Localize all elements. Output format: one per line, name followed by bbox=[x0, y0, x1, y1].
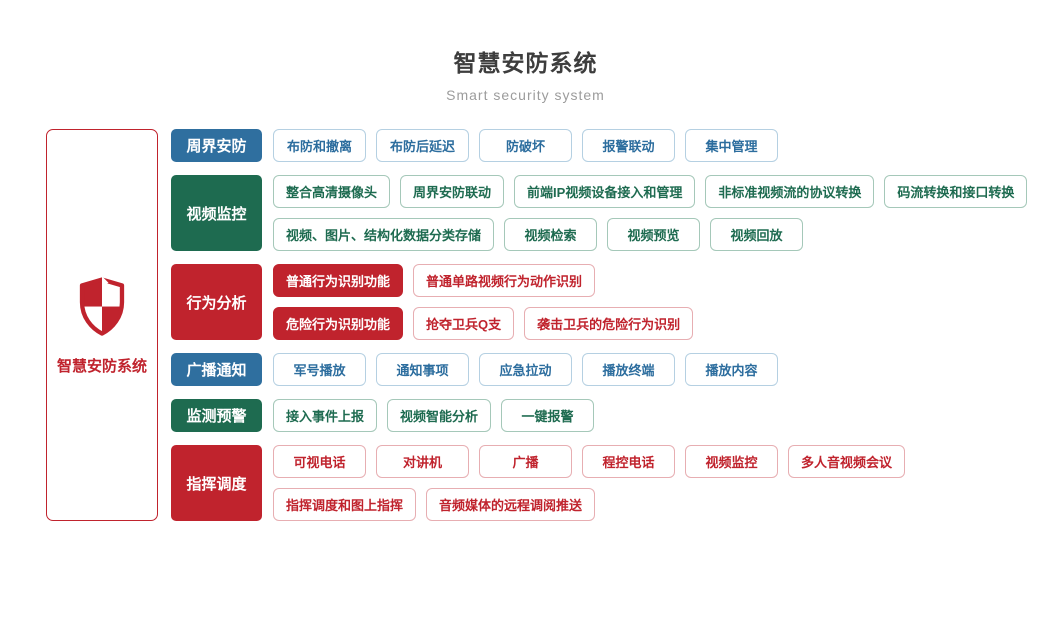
diagram-row: 周界安防布防和撤离布防后延迟防破坏报警联动集中管理 bbox=[171, 129, 1027, 162]
category-node: 监测预警 bbox=[171, 399, 262, 432]
feature-node: 报警联动 bbox=[582, 129, 675, 162]
diagram-row: 广播通知军号播放通知事项应急拉动播放终端播放内容 bbox=[171, 353, 1027, 386]
feature-node: 码流转换和接口转换 bbox=[884, 175, 1028, 208]
category-rows: 周界安防布防和撤离布防后延迟防破坏报警联动集中管理视频监控整合高清摄像头周界安防… bbox=[171, 129, 1028, 521]
security-system-diagram: 智慧安防系统 周界安防布防和撤离布防后延迟防破坏报警联动集中管理视频监控整合高清… bbox=[46, 129, 1051, 521]
feature-node: 指挥调度和图上指挥 bbox=[273, 488, 417, 521]
shield-checkered-icon bbox=[75, 275, 129, 342]
diagram-row: 指挥调度可视电话对讲机广播程控电话视频监控多人音视频会议指挥调度和图上指挥音频媒… bbox=[171, 445, 1027, 521]
item-line: 危险行为识别功能抢夺卫兵Q支袭击卫兵的危险行为识别 bbox=[273, 307, 694, 340]
item-lines: 布防和撤离布防后延迟防破坏报警联动集中管理 bbox=[273, 129, 778, 162]
feature-node: 整合高清摄像头 bbox=[273, 175, 391, 208]
category-node: 视频监控 bbox=[171, 175, 262, 251]
feature-node: 可视电话 bbox=[273, 445, 366, 478]
feature-node: 播放内容 bbox=[685, 353, 778, 386]
page-header: 智慧安防系统 Smart security system bbox=[0, 0, 1051, 103]
feature-node: 布防后延迟 bbox=[376, 129, 469, 162]
item-lines: 接入事件上报视频智能分析一键报警 bbox=[273, 399, 595, 432]
feature-node: 危险行为识别功能 bbox=[273, 307, 404, 340]
feature-node: 袭击卫兵的危险行为识别 bbox=[524, 307, 694, 340]
item-line: 接入事件上报视频智能分析一键报警 bbox=[273, 399, 595, 432]
root-node-label: 智慧安防系统 bbox=[56, 357, 147, 375]
feature-node: 视频、图片、结构化数据分类存储 bbox=[273, 218, 495, 251]
feature-node: 抢夺卫兵Q支 bbox=[413, 307, 515, 340]
diagram-row: 监测预警接入事件上报视频智能分析一键报警 bbox=[171, 399, 1027, 432]
feature-node: 程控电话 bbox=[582, 445, 675, 478]
item-lines: 整合高清摄像头周界安防联动前端IP视频设备接入和管理非标准视频流的协议转换码流转… bbox=[273, 175, 1028, 251]
item-line: 普通行为识别功能普通单路视频行为动作识别 bbox=[273, 264, 693, 297]
feature-node: 前端IP视频设备接入和管理 bbox=[514, 175, 696, 208]
feature-node: 广播 bbox=[479, 445, 572, 478]
item-lines: 军号播放通知事项应急拉动播放终端播放内容 bbox=[273, 353, 778, 386]
page-subtitle: Smart security system bbox=[446, 87, 605, 103]
item-lines: 可视电话对讲机广播程控电话视频监控多人音视频会议指挥调度和图上指挥音频媒体的远程… bbox=[273, 445, 906, 521]
category-node: 行为分析 bbox=[171, 264, 262, 340]
item-line: 视频、图片、结构化数据分类存储视频检索视频预览视频回放 bbox=[273, 218, 1027, 251]
feature-node: 应急拉动 bbox=[479, 353, 572, 386]
feature-node: 布防和撤离 bbox=[273, 129, 366, 162]
item-line: 军号播放通知事项应急拉动播放终端播放内容 bbox=[273, 353, 778, 386]
feature-node: 视频智能分析 bbox=[387, 399, 492, 432]
feature-node: 通知事项 bbox=[376, 353, 469, 386]
page-title: 智慧安防系统 bbox=[453, 50, 598, 76]
feature-node: 播放终端 bbox=[582, 353, 675, 386]
item-line: 整合高清摄像头周界安防联动前端IP视频设备接入和管理非标准视频流的协议转换码流转… bbox=[273, 175, 1028, 208]
category-node: 广播通知 bbox=[171, 353, 262, 386]
feature-node: 音频媒体的远程调阅推送 bbox=[426, 488, 596, 521]
root-node: 智慧安防系统 bbox=[46, 129, 158, 521]
feature-node: 普通单路视频行为动作识别 bbox=[413, 264, 596, 297]
item-line: 可视电话对讲机广播程控电话视频监控多人音视频会议 bbox=[273, 445, 906, 478]
feature-node: 多人音视频会议 bbox=[788, 445, 906, 478]
feature-node: 视频监控 bbox=[685, 445, 778, 478]
feature-node: 视频回放 bbox=[710, 218, 804, 251]
feature-node: 周界安防联动 bbox=[400, 175, 505, 208]
feature-node: 军号播放 bbox=[273, 353, 366, 386]
feature-node: 视频预览 bbox=[607, 218, 701, 251]
feature-node: 对讲机 bbox=[376, 445, 469, 478]
category-node: 指挥调度 bbox=[171, 445, 262, 521]
item-lines: 普通行为识别功能普通单路视频行为动作识别危险行为识别功能抢夺卫兵Q支袭击卫兵的危… bbox=[273, 264, 694, 340]
feature-node: 一键报警 bbox=[501, 399, 595, 432]
feature-node: 集中管理 bbox=[685, 129, 778, 162]
diagram-row: 行为分析普通行为识别功能普通单路视频行为动作识别危险行为识别功能抢夺卫兵Q支袭击… bbox=[171, 264, 1027, 340]
item-line: 指挥调度和图上指挥音频媒体的远程调阅推送 bbox=[273, 488, 905, 521]
feature-node: 视频检索 bbox=[504, 218, 598, 251]
feature-node: 非标准视频流的协议转换 bbox=[705, 175, 875, 208]
feature-node: 防破坏 bbox=[479, 129, 572, 162]
feature-node: 接入事件上报 bbox=[273, 399, 378, 432]
item-line: 布防和撤离布防后延迟防破坏报警联动集中管理 bbox=[273, 129, 778, 162]
diagram-row: 视频监控整合高清摄像头周界安防联动前端IP视频设备接入和管理非标准视频流的协议转… bbox=[171, 175, 1028, 251]
category-node: 周界安防 bbox=[171, 129, 262, 162]
feature-node: 普通行为识别功能 bbox=[273, 264, 404, 297]
